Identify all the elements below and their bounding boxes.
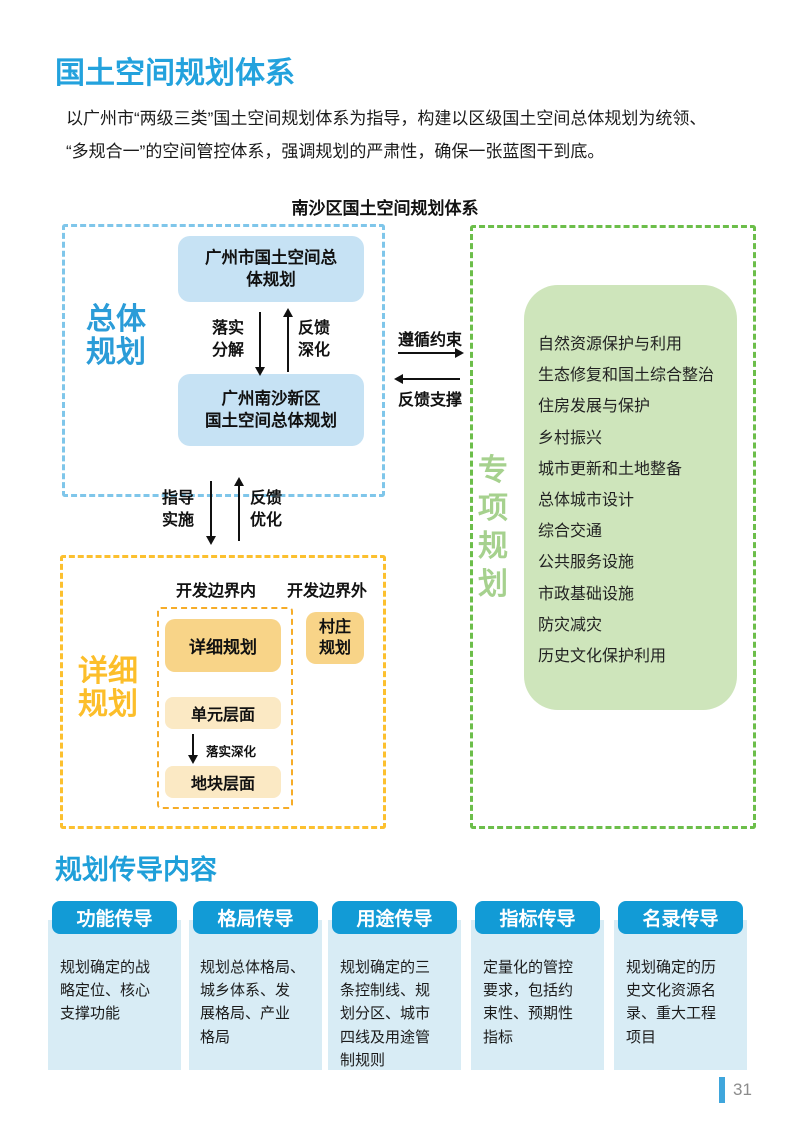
guangzhou-city-plan-box: 广州市国土空间总 体规划 <box>178 236 364 302</box>
page-number-bar <box>719 1077 725 1103</box>
block-level-box: 地块层面 <box>165 766 281 798</box>
down-arrow <box>187 734 198 764</box>
unit-level-box: 单元层面 <box>165 697 281 729</box>
outside-boundary-header: 开发边界外 <box>287 583 368 600</box>
implement-deepen-label: 落实深化 <box>206 745 257 759</box>
right-arrow <box>398 347 464 358</box>
left-arrow <box>394 373 460 384</box>
page-title: 国土空间规划体系 <box>55 57 295 90</box>
village-plan-box: 村庄 规划 <box>306 612 364 664</box>
list-item: 乡村振兴 <box>538 429 603 447</box>
special-planning-label: 专 项 规 划 <box>478 454 508 601</box>
list-item: 住房发展与保护 <box>538 398 651 416</box>
list-item: 总体城市设计 <box>538 491 635 509</box>
column-header-indicator: 指标传导 <box>475 901 600 934</box>
intro-paragraph: 以广州市“两级三类”国土空间规划体系为指导，构建以区级国土空间总体规划为统领、 … <box>66 109 707 161</box>
column-panel-indicator <box>471 920 604 1070</box>
detail-planning-label: 详细 规划 <box>78 655 138 721</box>
master-planning-label: 总体 规划 <box>86 303 146 369</box>
column-header-function: 功能传导 <box>52 901 177 934</box>
detail-planning-group-box <box>60 555 386 829</box>
feedback-deepen-label: 反馈 深化 <box>298 320 331 359</box>
feedback-optimize-label: 反馈 优化 <box>250 490 283 529</box>
feedback-support-label: 反馈支撑 <box>397 392 462 409</box>
up-arrow <box>233 477 244 541</box>
down-arrow <box>254 312 265 376</box>
column-panel-catalog <box>614 920 747 1070</box>
list-item: 城市更新和土地整备 <box>538 460 683 478</box>
nansha-district-plan-box: 广州南沙新区 国土空间总体规划 <box>178 374 364 446</box>
list-item: 公共服务设施 <box>538 554 635 572</box>
list-item: 防灾减灾 <box>538 616 603 634</box>
list-item: 自然资源保护与利用 <box>538 336 683 353</box>
detail-plan-box: 详细规划 <box>165 619 281 672</box>
up-arrow <box>282 308 293 372</box>
column-body-catalog: 规划确定的历 史文化资源名 录、重大工程 项目 <box>626 959 717 1046</box>
inside-boundary-header: 开发边界内 <box>176 583 257 600</box>
column-body-pattern: 规划总体格局、 城乡体系、发 展格局、产业 格局 <box>200 959 306 1046</box>
list-item: 历史文化保护利用 <box>538 647 667 665</box>
implement-decompose-label: 落实 分解 <box>212 320 245 359</box>
column-panel-pattern <box>189 920 322 1070</box>
inside-boundary-box <box>157 607 293 809</box>
column-panel-use <box>328 920 461 1070</box>
column-body-indicator: 定量化的管控 要求，包括约 束性、预期性 指标 <box>483 959 574 1046</box>
page-number: 31 <box>733 1080 752 1099</box>
follow-constraint-label: 遵循约束 <box>397 332 462 349</box>
column-body-function: 规划确定的战 略定位、核心 支撑功能 <box>60 959 151 1023</box>
special-planning-panel <box>524 285 737 710</box>
list-item: 市政基础设施 <box>538 585 635 603</box>
column-header-pattern: 格局传导 <box>193 901 318 934</box>
list-item: 生态修复和国土综合整治 <box>538 367 715 385</box>
column-header-catalog: 名录传导 <box>618 901 743 934</box>
list-item: 综合交通 <box>538 523 603 541</box>
column-panel-function <box>48 920 181 1070</box>
master-planning-group-box <box>62 224 385 497</box>
column-header-use: 用途传导 <box>332 901 457 934</box>
special-planning-group-box <box>470 225 756 829</box>
section-title: 规划传导内容 <box>55 855 217 885</box>
column-body-use: 规划确定的三 条控制线、规 划分区、城市 四线及用途管 制规则 <box>340 959 431 1069</box>
diagram-title: 南沙区国土空间规划体系 <box>291 199 479 218</box>
special-planning-list: 自然资源保护与利用 生态修复和国土综合整治 住房发展与保护 乡村振兴 城市更新和… <box>538 329 714 672</box>
guide-implementation-label: 指导 实施 <box>162 490 195 529</box>
down-arrow <box>205 481 216 545</box>
